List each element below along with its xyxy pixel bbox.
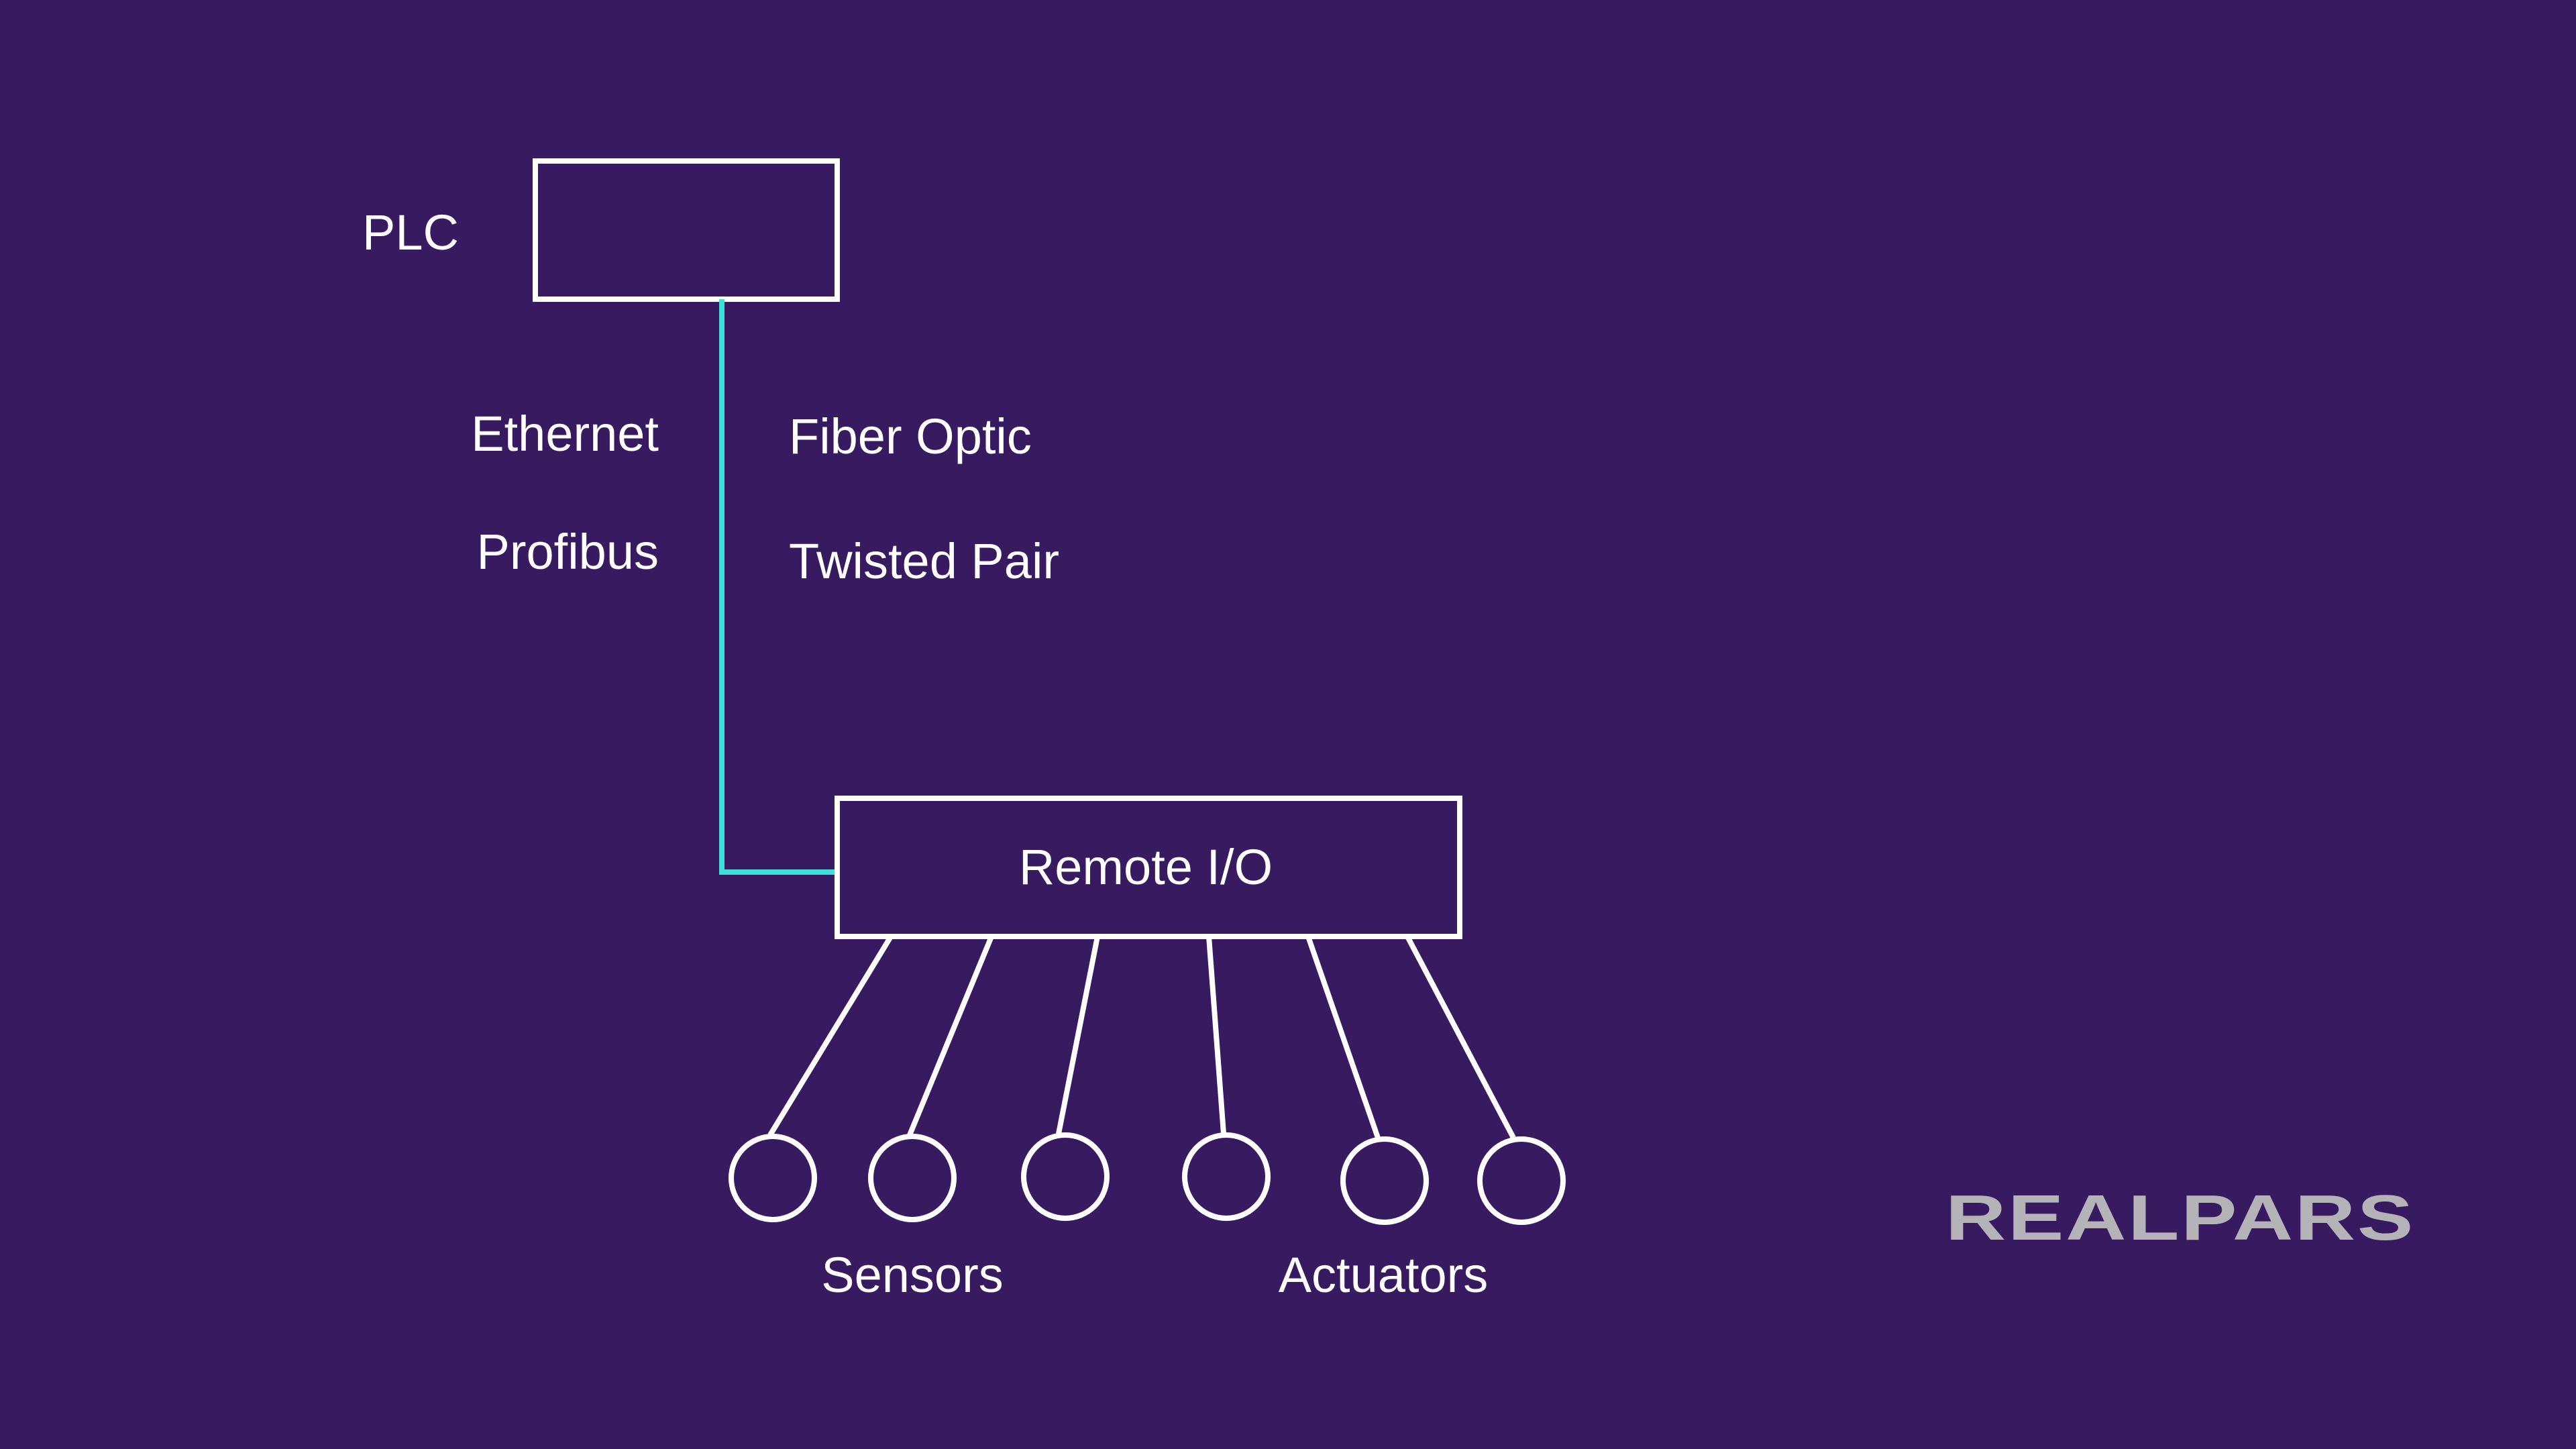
wire-actuator-3 [1405, 935, 1516, 1139]
wire-actuator-1 [1206, 936, 1226, 1134]
actuator-2 [1340, 1136, 1429, 1225]
devices [729, 1132, 1566, 1225]
sensor-2 [868, 1134, 957, 1222]
remote-io-box [835, 796, 1462, 939]
network-option-profibus: Profibus [477, 524, 659, 580]
actuator-3 [1477, 1136, 1566, 1225]
network-link [719, 299, 837, 875]
wire-actuator-2 [1305, 935, 1381, 1139]
plc-box [533, 158, 840, 302]
network-option-twisted-pair: Twisted Pair [789, 533, 1059, 589]
plc-label: PLC [362, 205, 459, 260]
network-option-fiber-optic: Fiber Optic [789, 409, 1032, 464]
remote-io-label: Remote I/O [1019, 839, 1273, 895]
sensors-label: Sensors [821, 1247, 1003, 1303]
device-wires [767, 934, 1516, 1139]
actuator-1 [1182, 1132, 1271, 1221]
sensor-1 [729, 1134, 817, 1222]
sensor-3 [1021, 1132, 1110, 1221]
realpars-logo: REALPARS [1945, 1182, 2415, 1254]
wire-sensor-2 [907, 935, 994, 1136]
wire-sensor-3 [1056, 936, 1100, 1134]
wire-sensor-1 [767, 934, 894, 1137]
actuators-label: Actuators [1279, 1247, 1489, 1303]
network-option-ethernet: Ethernet [471, 406, 659, 462]
